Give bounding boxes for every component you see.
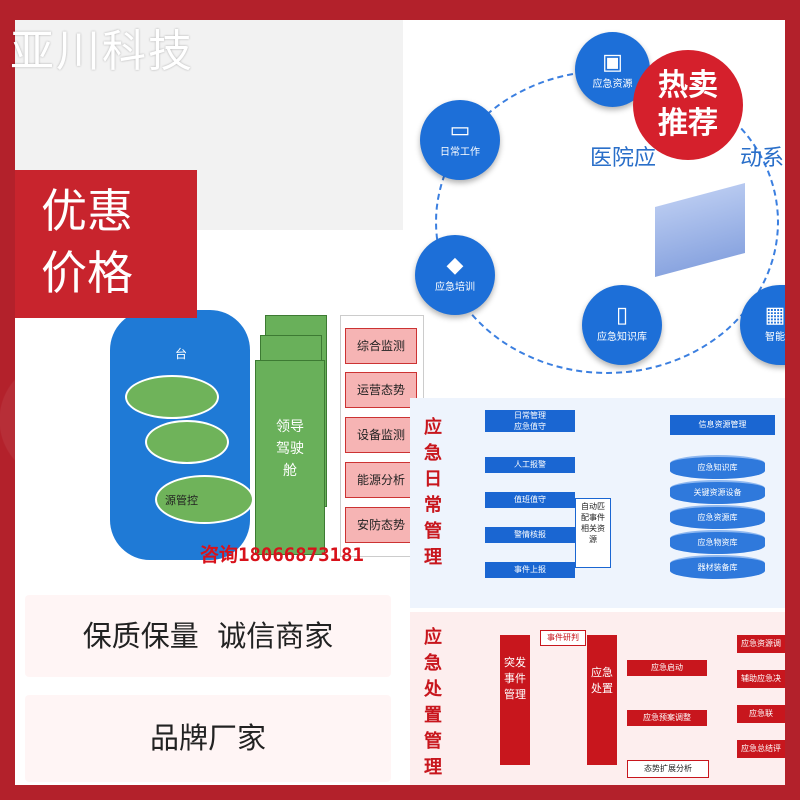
right-box: 应急联 <box>737 705 785 723</box>
side-item: 综合监测 <box>345 328 417 364</box>
right-box: 应急资源调 <box>737 635 785 653</box>
disk-item: 应急物资库 <box>670 530 765 554</box>
node-label: 日常工作 <box>440 147 480 158</box>
section2-label: 应急处置管理 <box>424 627 442 778</box>
resource-title-box: 信息资源管理 <box>670 415 775 435</box>
flow-box-text: 日常管理 <box>514 411 546 420</box>
emergency-handle-box: 应急处置 <box>587 635 617 765</box>
green-ellipse-1 <box>125 375 219 419</box>
orbit-title-left: 医院应 <box>590 146 657 171</box>
node-daily-work: ▭ 日常工作 <box>420 100 500 180</box>
monitor-icon: ▭ <box>449 118 471 143</box>
disk-item: 应急知识库 <box>670 455 765 479</box>
small-box: 应急启动 <box>627 660 707 676</box>
side-item: 运营态势 <box>345 372 417 408</box>
flow-box-text: 应急值守 <box>514 422 546 431</box>
graduation-cap-icon: ◆ <box>446 253 464 278</box>
promo-line-1: 优惠 <box>41 184 133 238</box>
flow-box: 人工报警 <box>485 457 575 473</box>
node-knowledge: ▯ 应急知识库 <box>582 285 662 365</box>
promo-line-2: 价格 <box>41 246 133 300</box>
contact-phone: 咨询18066873181 <box>200 544 364 566</box>
brand-title: 亚川科技 <box>10 26 194 77</box>
node-training: ◆ 应急培训 <box>415 235 495 315</box>
disk-item: 应急资源库 <box>670 505 765 529</box>
hot-sale-badge: 热卖 推荐 <box>633 50 743 160</box>
smart-icon: ▦ <box>764 303 785 328</box>
side-item: 能源分析 <box>345 462 417 498</box>
flow-box-daily: 日常管理应急值守 <box>485 410 575 432</box>
slogan-brand: 品牌厂家 <box>25 695 391 782</box>
small-box: 应急预案调整 <box>627 710 707 726</box>
green-ellipse-3 <box>155 475 254 524</box>
node-label: 智能 <box>765 332 785 343</box>
flow-box: 警情核报 <box>485 527 575 543</box>
blob-text-2: 源管控 <box>165 494 198 507</box>
leader-cockpit-card: 领导驾驶舱 <box>255 360 325 555</box>
right-box: 应急总结评 <box>737 740 785 758</box>
orbit-title-right: 动系 <box>740 146 785 171</box>
side-item: 安防态势 <box>345 507 417 543</box>
section1-label: 应急日常管理 <box>424 417 442 568</box>
slogan-quality: 保质保量 诚信商家 <box>25 595 391 677</box>
event-judge-tag: 事件研判 <box>540 630 586 646</box>
green-ellipse-2 <box>145 420 229 464</box>
flow-box: 值班值守 <box>485 492 575 508</box>
side-item: 设备监测 <box>345 417 417 453</box>
node-label: 应急资源 <box>592 79 633 90</box>
emergency-event-box: 突发事件管理 <box>500 635 530 765</box>
node-label: 应急培训 <box>435 282 475 293</box>
auto-match-box: 自动匹配事件相关资源 <box>575 498 611 568</box>
box-icon: ▣ <box>602 50 623 75</box>
right-box: 辅助应急决 <box>737 670 785 688</box>
disk-item: 关键资源设备 <box>670 480 765 504</box>
card-label: 领导驾驶舱 <box>276 419 304 479</box>
promo-banner: 优惠 价格 <box>15 170 197 318</box>
flow-box: 事件上报 <box>485 562 575 578</box>
badge-line-1: 热卖 <box>658 68 718 103</box>
disk-item: 器材装备库 <box>670 555 765 579</box>
node-label: 应急知识库 <box>597 332 647 343</box>
badge-line-2: 推荐 <box>658 106 718 141</box>
small-box: 态势扩展分析 <box>627 760 709 778</box>
blob-text-1: 台 <box>175 347 188 361</box>
product-image: 台 源管控 领导驾驶舱 综合监测 运营态势 设备监测 能源分析 安防态势 医院应… <box>15 20 785 785</box>
book-icon: ▯ <box>615 303 629 328</box>
